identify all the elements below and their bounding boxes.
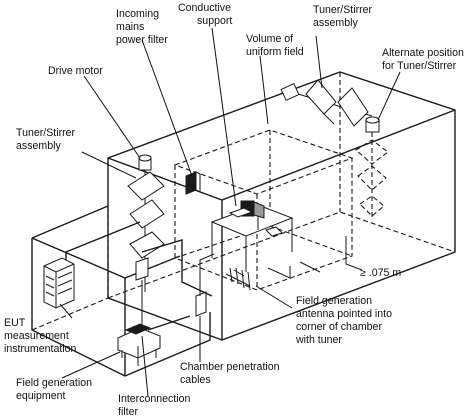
incoming-mains-power-filter	[185, 171, 201, 195]
label-drive-motor: Drive motor	[48, 65, 103, 77]
label-volume-of-uniform-field: Volume of uniform field	[246, 33, 304, 58]
leader-lines	[59, 27, 401, 397]
label-tuner-stirrer-top: Tuner/Stirrer assembly	[313, 4, 375, 29]
label-tuner-stirrer-left: Tuner/Stirrer assembly	[16, 127, 78, 152]
label-incoming-mains-power-filter: Incoming mains power filter	[116, 8, 168, 46]
label-field-generation-antenna: Field generation antenna pointed into co…	[295, 295, 395, 346]
main-chamber	[107, 71, 456, 341]
callout-labels: Incoming mains power filter Conductive s…	[4, 2, 467, 418]
chamber-penetration-cables	[195, 253, 291, 317]
label-conductive-support: Conductive support	[178, 2, 234, 27]
conductive-support-table	[210, 200, 294, 272]
label-field-generation-equipment: Field generation equipment	[16, 377, 95, 402]
tuner-stirrer-alternate	[355, 116, 389, 220]
label-interconnection-filter: Interconnection filter	[118, 393, 193, 418]
label-chamber-penetration-cables: Chamber penetration cables	[180, 361, 282, 386]
field-generation-equipment-cart	[116, 323, 162, 366]
field-generation-antenna	[225, 267, 251, 291]
cable-runs	[65, 221, 213, 331]
tuner-stirrer-top	[280, 79, 373, 127]
label-alternate-position: Alternate position for Tuner/Stirrer	[382, 47, 467, 72]
label-distance: ≥ .075 m	[360, 267, 401, 279]
distance-marker	[299, 236, 363, 273]
label-eut-measurement: EUT measurement instrumentation	[4, 317, 77, 355]
eut-measurement-rack	[43, 257, 75, 309]
control-room	[31, 205, 211, 377]
